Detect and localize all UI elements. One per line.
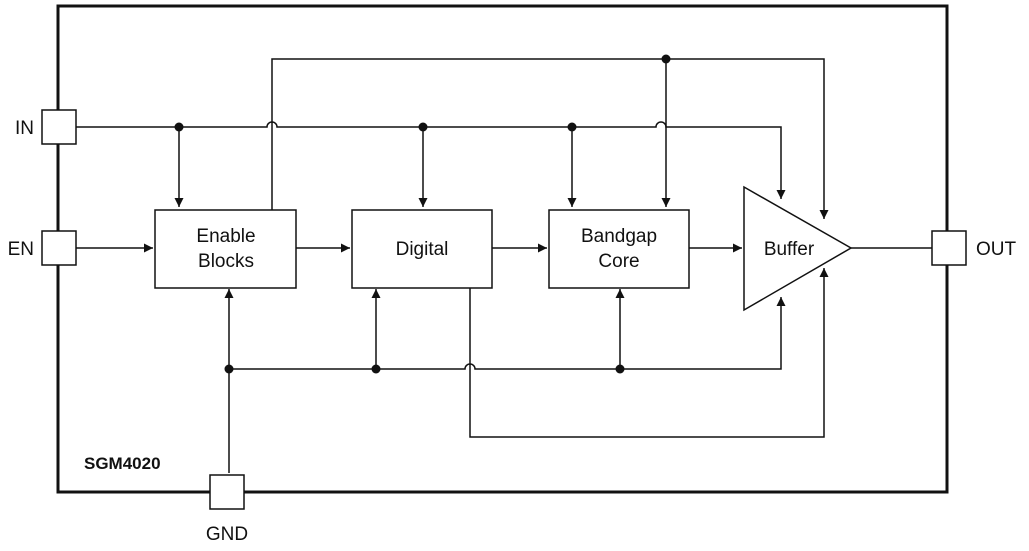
chip-label: SGM4020	[84, 454, 161, 473]
enable-blocks-label-line2: Blocks	[198, 251, 254, 272]
buffer-block: Buffer	[743, 185, 853, 312]
junction-dot	[224, 364, 234, 374]
digital-block: Digital	[351, 209, 493, 289]
bandgap-core-block: Bandgap Core	[548, 209, 690, 289]
junction-dot	[371, 364, 381, 374]
pin-in: IN	[15, 109, 77, 145]
junction-dot	[567, 122, 577, 132]
junction-dot	[418, 122, 428, 132]
pin-en: EN	[8, 230, 77, 266]
pin-gnd-label: GND	[206, 524, 248, 545]
in-rail	[76, 121, 786, 199]
pin-gnd: GND	[206, 474, 248, 545]
digital-bottom-loop	[469, 268, 829, 438]
enable-top-loop	[271, 58, 829, 219]
junctions	[174, 54, 671, 374]
wires	[76, 58, 932, 473]
bandgap-label-line2: Core	[598, 251, 639, 272]
bandgap-label-line1: Bandgap	[581, 226, 657, 247]
pin-in-label: IN	[15, 118, 34, 139]
digital-label: Digital	[396, 239, 449, 260]
buffer-label: Buffer	[764, 239, 815, 260]
enable-blocks-block: Enable Blocks	[154, 209, 297, 289]
pin-out: OUT	[931, 230, 1017, 266]
pin-en-label: EN	[8, 239, 34, 260]
junction-dot	[174, 122, 184, 132]
enable-blocks-label-line1: Enable	[196, 226, 255, 247]
junction-dot	[661, 54, 671, 64]
gnd-rail	[228, 297, 786, 473]
junction-dot	[615, 364, 625, 374]
pin-out-label: OUT	[976, 239, 1017, 260]
